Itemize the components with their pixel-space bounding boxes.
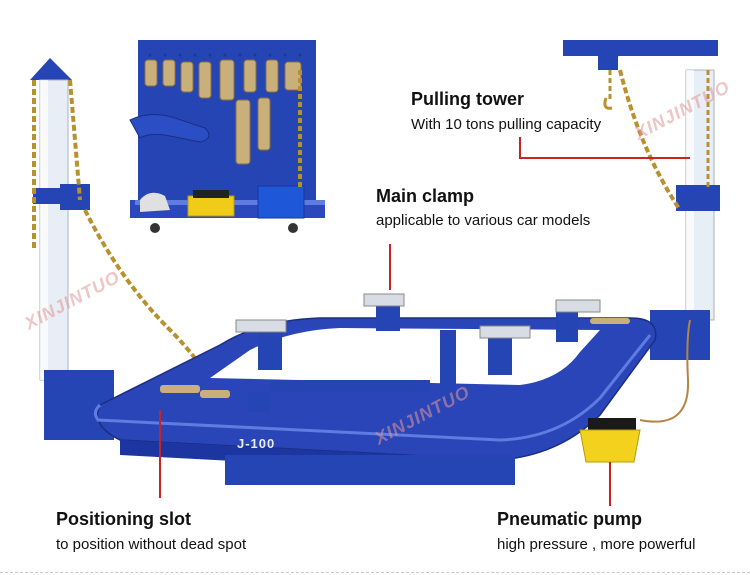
positioning-slot-title: Positioning slot (56, 509, 191, 529)
right-tower (563, 40, 720, 360)
callout-lines (159, 137, 690, 506)
tool-board (129, 40, 325, 233)
pulling-tower-title: Pulling tower (411, 89, 525, 109)
positioning-slot-subtitle: to position without dead spot (56, 536, 247, 553)
bottom-divider (0, 572, 750, 573)
main-clamp-title: Main clamp (376, 186, 475, 206)
pulling-tower-subtitle: With 10 tons pulling capacity (411, 116, 602, 133)
main-clamp-assembly (235, 293, 601, 412)
main-clamp-subtitle: applicable to various car models (376, 212, 591, 229)
bench-frame (93, 293, 657, 485)
frame-model-marking: J-100 (237, 436, 276, 451)
pneumatic-pump (579, 319, 691, 463)
pneumatic-pump-title: Pneumatic pump (497, 509, 643, 529)
pneumatic-pump-subtitle: high pressure , more powerful (497, 536, 696, 553)
